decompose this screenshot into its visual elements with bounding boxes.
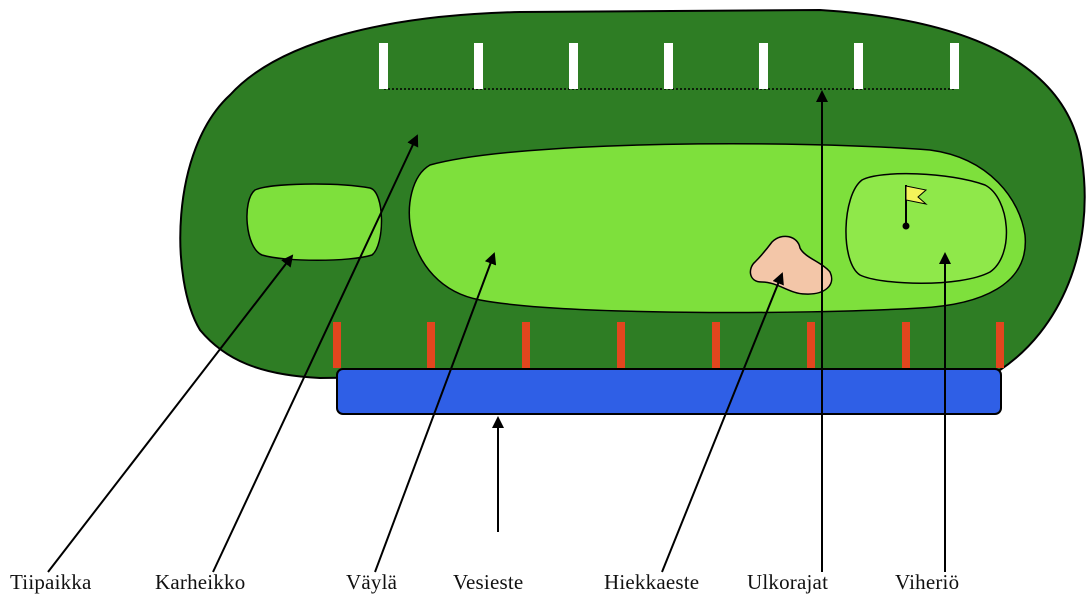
label-bunker: Hiekkaeste — [604, 570, 699, 595]
label-water: Vesieste — [453, 570, 523, 595]
ob-stake — [950, 43, 959, 89]
ob-stake — [379, 43, 388, 89]
hazard-stake — [522, 322, 530, 368]
hazard-stake — [902, 322, 910, 368]
label-fairway: Väylä — [346, 570, 397, 595]
hazard-stake — [807, 322, 815, 368]
ob-stake — [664, 43, 673, 89]
hazard-stake — [427, 322, 435, 368]
hazard-stake — [996, 322, 1004, 368]
ob-stake — [569, 43, 578, 89]
arrow-tee — [48, 256, 292, 572]
label-out-of-bounds: Ulkorajat — [747, 570, 828, 595]
label-rough: Karheikko — [155, 570, 245, 595]
hazard-stake — [333, 322, 341, 368]
hazard-stake — [712, 322, 720, 368]
label-tee: Tiipaikka — [10, 570, 92, 595]
ob-stake — [854, 43, 863, 89]
ob-stake — [474, 43, 483, 89]
hazard-stake — [617, 322, 625, 368]
tee-box — [247, 184, 382, 260]
label-green: Viheriö — [895, 570, 959, 595]
ob-stake — [759, 43, 768, 89]
